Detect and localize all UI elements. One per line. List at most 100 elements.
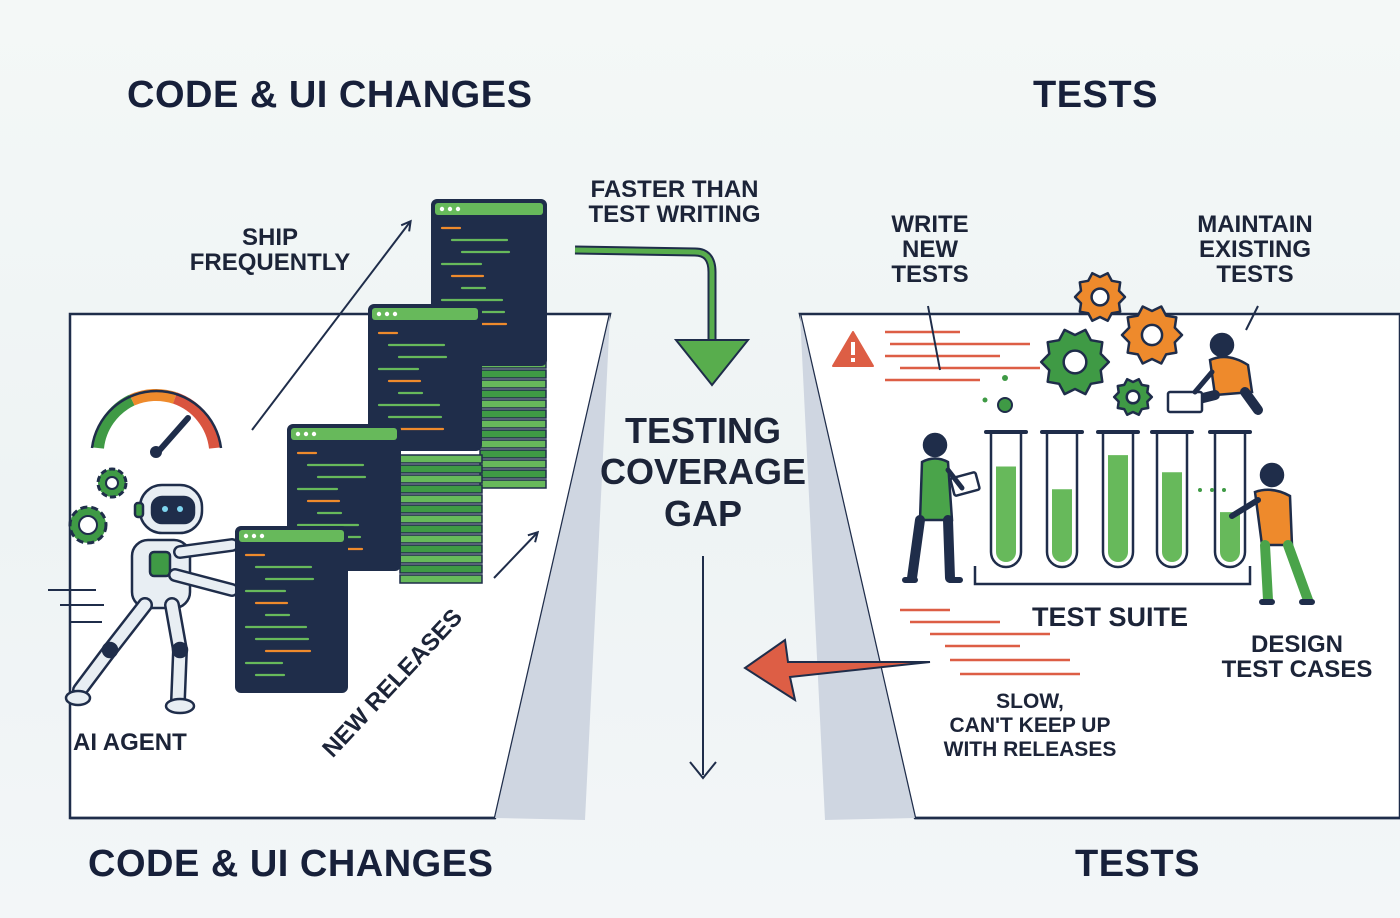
maintain-line-2: EXISTING: [1198, 236, 1312, 264]
ship-line-1: SHIP: [241, 224, 298, 251]
gear-icon: [1120, 305, 1184, 365]
release-stack-layer: [479, 439, 547, 449]
gear-icon: [1112, 377, 1154, 417]
release-stack-layer: [399, 534, 483, 544]
maintain-line-1: MAINTAIN: [1197, 211, 1313, 238]
code-panel: [235, 526, 348, 693]
write-line-1: WRITE: [891, 211, 969, 238]
code-panels: [235, 199, 547, 693]
faster-than-arrowhead: [673, 339, 751, 387]
heading-bottom-left: CODE & UI CHANGES: [88, 843, 494, 885]
release-stack-layer: [399, 514, 483, 524]
heading-top-right: TESTS: [1033, 74, 1158, 116]
release-stack-layer: [479, 399, 547, 409]
release-stack-layer: [399, 544, 483, 554]
release-stack-layer: [479, 389, 547, 399]
design-test-cases-label: DESIGN TEST CASES: [1212, 631, 1382, 684]
tester-designing: [1229, 462, 1315, 605]
slow-label: SLOW, CAN'T KEEP UP WITH RELEASES: [935, 690, 1125, 762]
maintain-line-3: TESTS: [1216, 261, 1294, 289]
design-line-2: TEST CASES: [1221, 656, 1373, 684]
maintain-pointer: [1245, 305, 1259, 331]
ai-agent-label: AI AGENT: [73, 729, 187, 756]
gap-line-1: TESTING: [624, 410, 781, 451]
design-line-1: DESIGN: [1250, 631, 1343, 658]
gear-icon: [1073, 271, 1127, 323]
release-stack-layer: [399, 494, 483, 504]
maintain-existing-tests-label: MAINTAIN EXISTING TESTS: [1180, 212, 1330, 288]
ship-frequently-arrow: [251, 222, 410, 431]
test-tubes: [984, 430, 1252, 569]
gear-icon-robot-small: [96, 467, 128, 499]
ship-line-2: FREQUENTLY: [189, 249, 351, 277]
tube-liquid: [1108, 455, 1128, 562]
gap-line-3: GAP: [663, 492, 742, 534]
slow-line-3: WITH RELEASES: [943, 738, 1117, 762]
test-suite-label: TEST SUITE: [1032, 602, 1189, 632]
heading-top-left: CODE & UI CHANGES: [127, 74, 533, 116]
right-cliff-shadow: [800, 314, 915, 820]
release-stack-layer: [399, 474, 483, 484]
tube-liquid: [1162, 472, 1182, 562]
tube-liquid: [996, 466, 1016, 562]
ai-agent-robot: [64, 483, 239, 715]
test-tube: [1096, 430, 1140, 569]
pointer-dots: [1198, 488, 1226, 492]
release-stack-layer: [479, 459, 547, 469]
gear-icons: [1039, 271, 1184, 417]
write-new-tests-label: WRITE NEW TESTS: [875, 212, 985, 288]
tube-liquid: [1220, 512, 1240, 562]
gear-icon: [1039, 328, 1111, 396]
test-tube: [984, 430, 1028, 569]
faster-line-2: TEST WRITING: [588, 201, 761, 229]
gap-line-2: COVERAGE: [599, 451, 807, 493]
release-stack-layer: [479, 419, 547, 429]
test-suite-bracket: [973, 566, 1252, 586]
ship-frequently-label: SHIP FREQUENTLY: [180, 224, 360, 277]
write-line-3: TESTS: [891, 261, 969, 289]
release-stack-layer: [479, 369, 547, 379]
tester-with-laptop: [1166, 332, 1263, 415]
release-stack-layer: [399, 554, 483, 564]
release-stack-layer: [479, 429, 547, 439]
left-cliff-shadow: [495, 314, 610, 820]
release-stack-layer: [399, 574, 483, 584]
write-pointer: [927, 305, 941, 371]
release-stack-layer: [399, 454, 483, 464]
tube-liquid: [1052, 489, 1072, 562]
release-stack-layer: [479, 479, 547, 489]
slow-line-2: CAN'T KEEP UP: [949, 714, 1111, 738]
write-line-2: NEW: [902, 236, 958, 264]
release-stack-layer: [399, 464, 483, 474]
test-tube: [1208, 430, 1252, 569]
release-stack-layer: [479, 469, 547, 479]
red-note-lines-bottom: [900, 608, 1080, 676]
faster-line-1: FASTER THAN: [590, 176, 759, 203]
coverage-gap-label: TESTING COVERAGE GAP: [590, 410, 816, 534]
faster-than-label: FASTER THAN TEST WRITING: [572, 176, 777, 229]
speed-gauge: [90, 388, 223, 458]
dropper-dots: [982, 375, 1013, 413]
test-tube: [1040, 430, 1084, 569]
slow-arrow: [743, 638, 931, 703]
heading-bottom-right: TESTS: [1075, 843, 1200, 885]
right-platform: [798, 312, 1400, 820]
warning-icon: [832, 331, 874, 367]
slow-line-1: SLOW,: [996, 690, 1064, 713]
speed-lines: [48, 589, 104, 623]
new-releases-arrow: [493, 533, 537, 579]
release-stack-layer: [479, 379, 547, 389]
tester-with-tablet: [902, 432, 981, 583]
release-stack-layer: [479, 449, 547, 459]
release-stack-layer: [399, 504, 483, 514]
code-panel: [368, 304, 482, 451]
release-stack-layer: [399, 524, 483, 534]
test-tube: [1150, 430, 1194, 569]
gear-icon-robot-large: [68, 505, 108, 545]
release-stack-layer: [479, 409, 547, 419]
release-stack-layer: [399, 484, 483, 494]
red-note-lines-top: [885, 330, 1040, 382]
release-stack-layer: [399, 564, 483, 574]
